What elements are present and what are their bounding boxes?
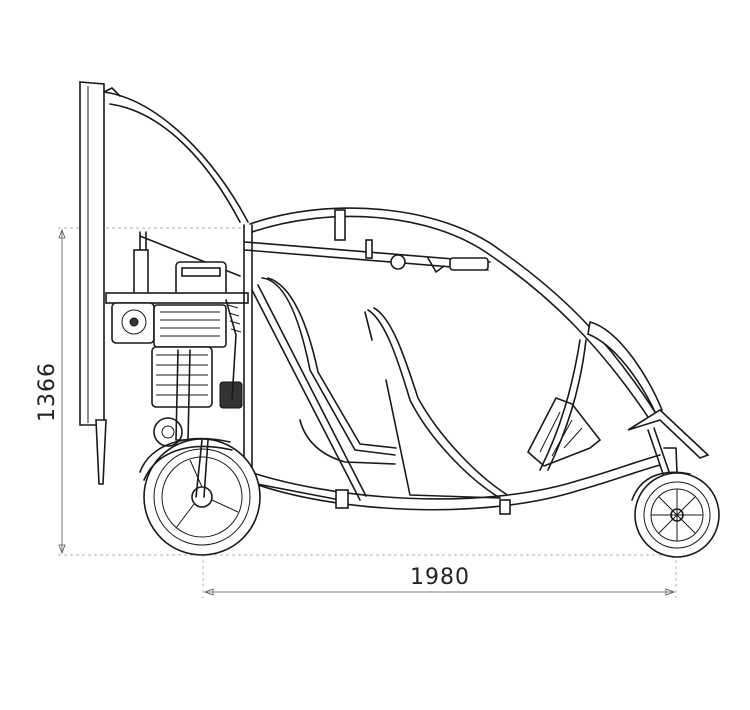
main-frame [235, 224, 661, 515]
wing-mast [103, 87, 249, 223]
foot-controls [527, 339, 602, 471]
height-dimension: 1366 [35, 227, 690, 556]
front-wheel [631, 471, 720, 558]
rear-wheel [139, 437, 261, 556]
length-dimension: 1980 [202, 500, 677, 598]
front-seat [261, 277, 397, 465]
height-dimension-label: 1366 [35, 362, 60, 422]
engine [105, 231, 249, 447]
roll-cage [244, 207, 661, 421]
rear-seat [364, 307, 507, 499]
length-dimension-label: 1980 [410, 565, 470, 590]
propeller [79, 81, 107, 485]
